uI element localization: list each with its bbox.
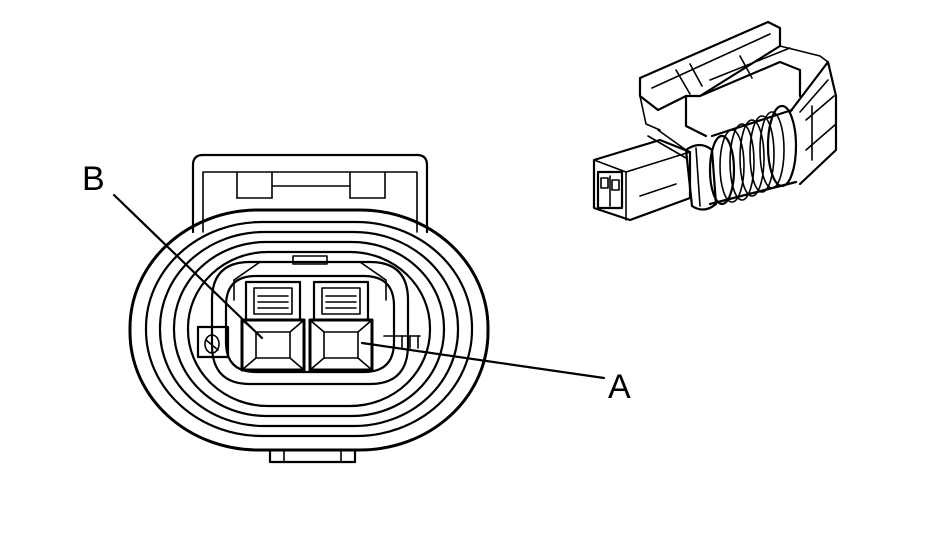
leader-line-a	[360, 341, 606, 380]
lock-arm	[638, 20, 829, 138]
seal-rings	[128, 208, 490, 452]
lock-housing	[191, 153, 429, 234]
connector-face-view: B A	[82, 153, 631, 464]
terminal-a	[308, 318, 374, 372]
connector-isometric-view	[592, 20, 838, 222]
left-latch	[196, 325, 230, 359]
rear-housing	[788, 60, 838, 186]
ribbed-seal	[708, 104, 798, 206]
terminal-cavities	[240, 280, 374, 372]
bottom-tab	[268, 448, 357, 464]
callout-label-b: B	[82, 160, 105, 198]
leader-line-b	[112, 193, 264, 340]
collar	[647, 129, 718, 211]
callout-label-a: A	[608, 368, 631, 406]
inner-shell	[210, 255, 410, 386]
right-slots	[383, 335, 421, 349]
plug-front	[592, 138, 692, 222]
